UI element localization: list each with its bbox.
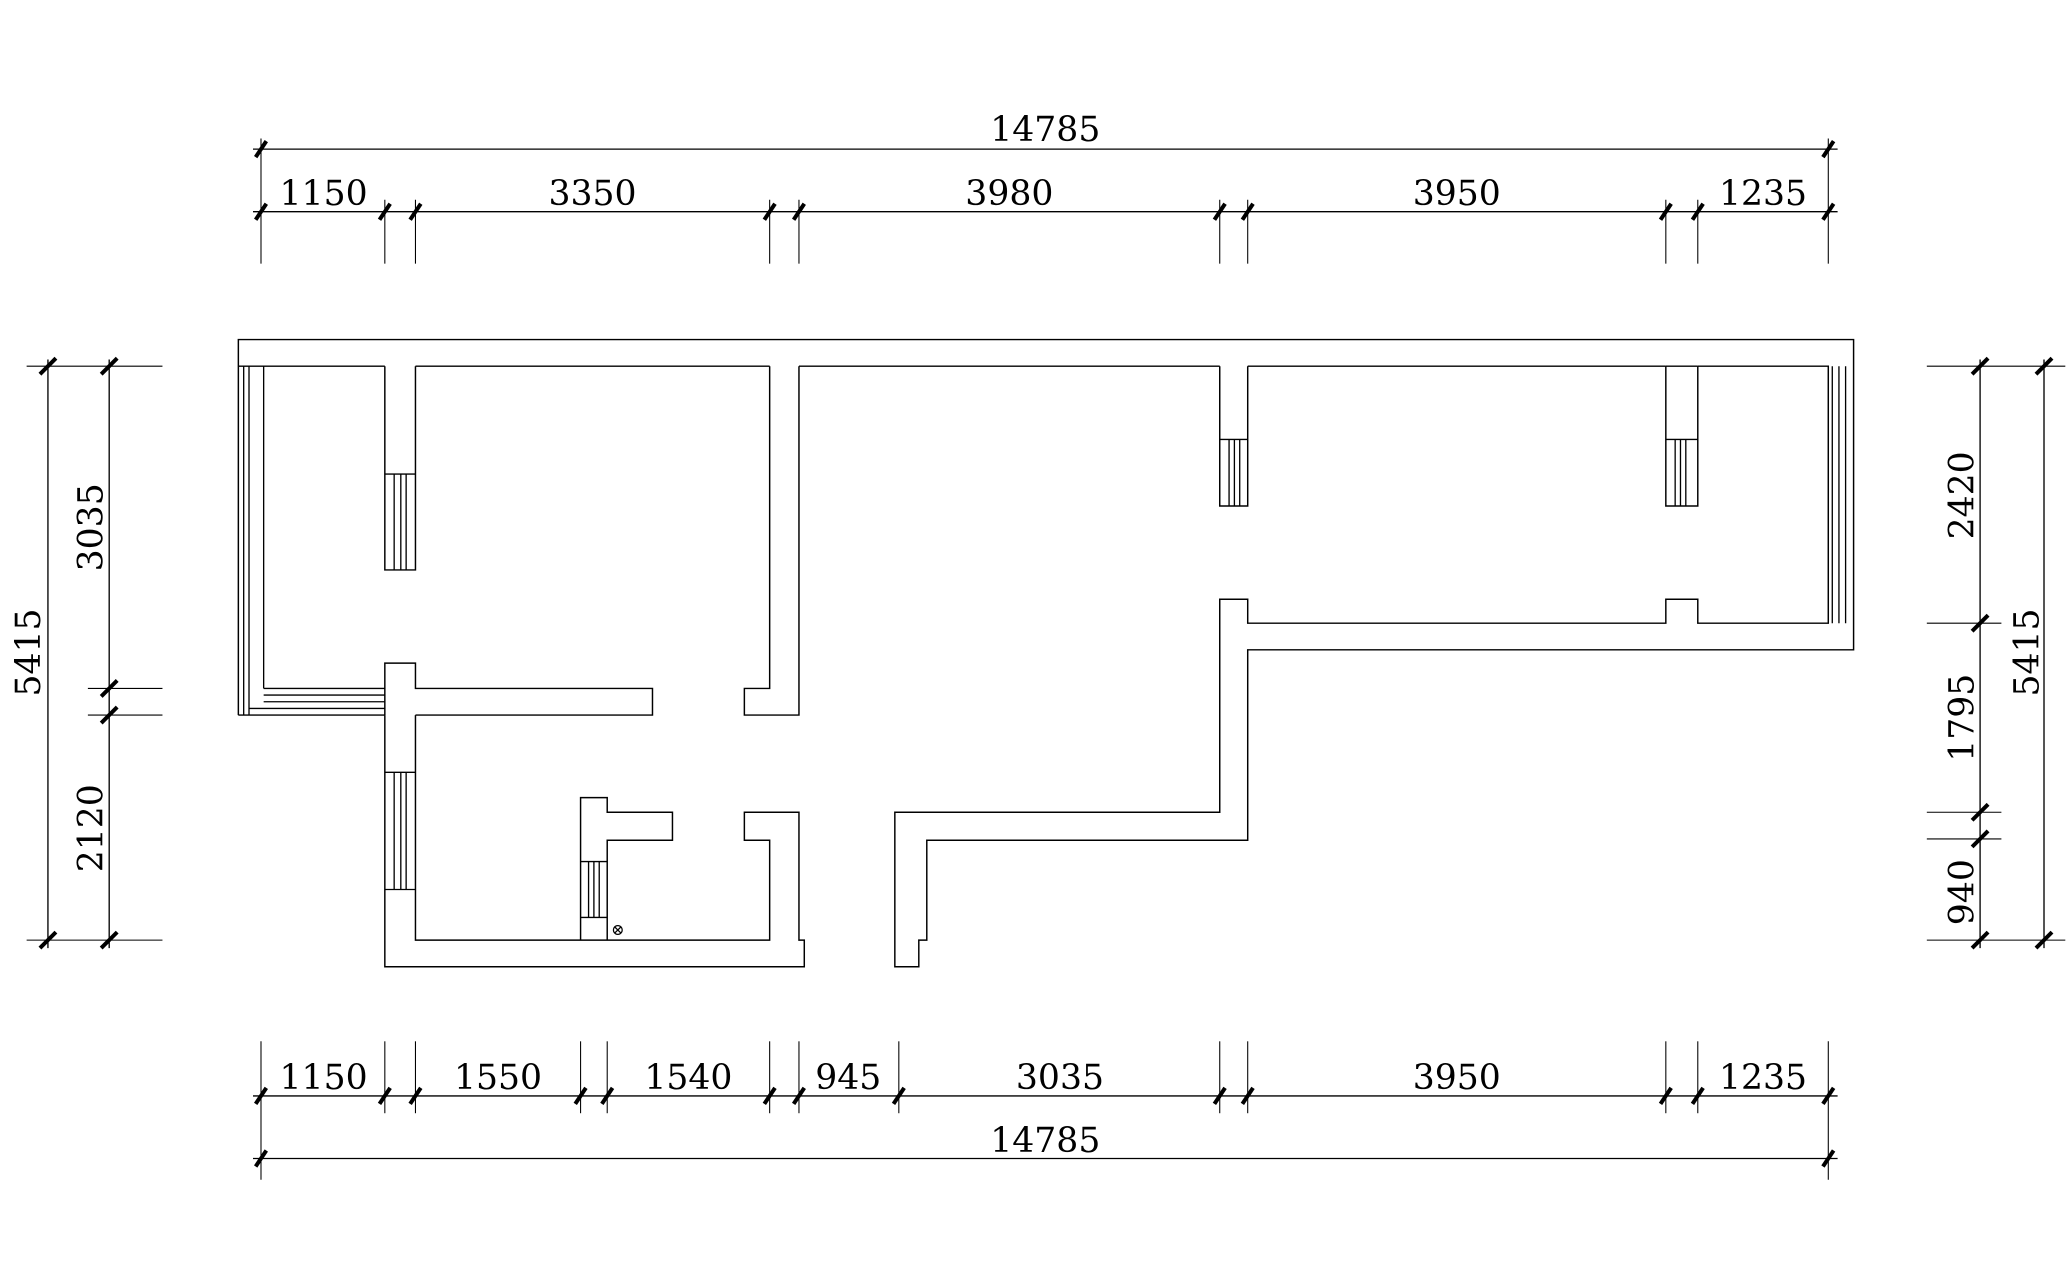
window-bedroom-lower	[384, 771, 416, 891]
top-segment-4: 3950	[1413, 174, 1501, 214]
top-segment-3: 3980	[965, 174, 1053, 214]
windows	[243, 366, 1847, 919]
left-dimension-chain: 5415 3035 2120	[9, 356, 163, 950]
left-segment-1: 3035	[72, 483, 112, 571]
right-dimension-chain: 2420 1795 940 5415	[1926, 356, 2066, 950]
left-segment-2: 2120	[72, 784, 112, 872]
bottom-segment-6: 3950	[1413, 1058, 1501, 1098]
bottom-segment-5: 3035	[1016, 1058, 1104, 1098]
bottom-segment-7: 1235	[1719, 1058, 1807, 1098]
window-living-left	[1219, 438, 1248, 507]
left-overall-dimension: 5415	[9, 608, 49, 696]
window-right-balcony	[1831, 366, 1847, 624]
floor-drain-icon: ⊗	[611, 920, 624, 939]
top-dimension-chain: 14785 1150 3350 39	[253, 110, 1838, 264]
bottom-dimension-chain: 1150 1550 1540 945 3035 3950 1235 14785	[253, 1041, 1838, 1180]
window-living-right	[1665, 438, 1698, 507]
right-overall-dimension: 5415	[2008, 608, 2048, 696]
top-segment-1: 1150	[280, 174, 368, 214]
window-left-balcony	[243, 366, 385, 716]
window-bedroom-upper	[384, 473, 416, 570]
bottom-segment-2: 1550	[454, 1058, 542, 1098]
top-segment-5: 1235	[1719, 174, 1807, 214]
top-overall-dimension: 14785	[990, 110, 1100, 150]
right-segment-3: 940	[1942, 859, 1982, 925]
bottom-segment-1: 1150	[280, 1058, 368, 1098]
right-segment-2: 1795	[1942, 674, 1982, 762]
bottom-segment-4: 945	[815, 1058, 881, 1098]
window-bathroom	[580, 860, 608, 919]
walls	[237, 338, 1855, 968]
top-segment-2: 3350	[549, 174, 637, 214]
bottom-overall-dimension: 14785	[990, 1121, 1100, 1161]
right-segment-1: 2420	[1942, 451, 1982, 539]
bottom-segment-3: 1540	[644, 1058, 732, 1098]
